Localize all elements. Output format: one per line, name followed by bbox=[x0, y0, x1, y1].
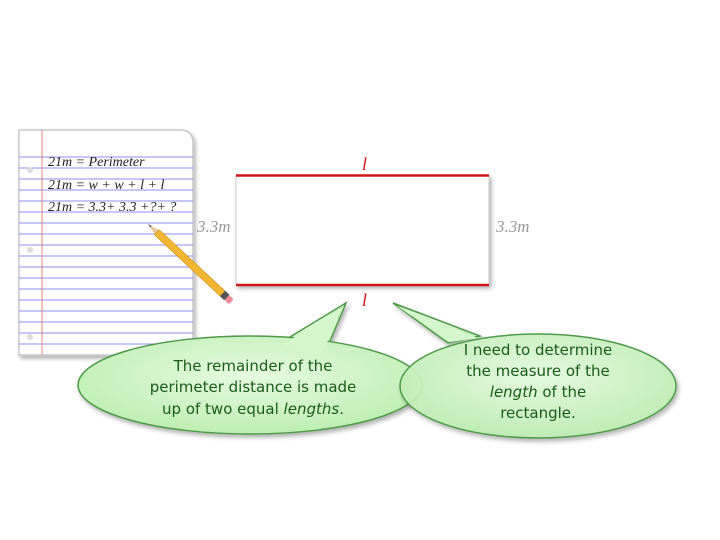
speech-bubble-right bbox=[392, 302, 677, 439]
right-width-label: 3.3m bbox=[495, 217, 530, 236]
left-width-label: 3.3m bbox=[196, 217, 231, 236]
right-bubble-line-1: I need to determine bbox=[464, 341, 613, 359]
top-length-label: l bbox=[362, 154, 367, 174]
right-bubble-line-2: the measure of the bbox=[466, 362, 609, 380]
notebook-paper: 21m = Perimeter 21m = w + w + l + l 21m … bbox=[18, 129, 194, 356]
right-bubble-line-3: length of the bbox=[490, 383, 586, 401]
pencil-icon bbox=[148, 224, 233, 304]
binder-hole bbox=[27, 247, 33, 253]
left-bubble-line-3: up of two equal lengths. bbox=[162, 400, 344, 418]
rectangle-diagram: l l 3.3m 3.3m bbox=[196, 154, 530, 310]
binder-hole bbox=[27, 167, 33, 173]
left-bubble-line-1: The remainder of the bbox=[173, 357, 333, 375]
right-bubble-line-4: rectangle. bbox=[500, 404, 576, 422]
speech-bubble-left bbox=[77, 301, 423, 435]
equation-3: 21m = 3.3+ 3.3 +?+ ? bbox=[48, 200, 176, 215]
binder-hole bbox=[27, 334, 33, 340]
equation-1: 21m = Perimeter bbox=[48, 155, 145, 170]
bottom-length-label: l bbox=[362, 290, 367, 310]
equation-2: 21m = w + w + l + l bbox=[48, 178, 164, 193]
left-bubble-line-2: perimeter distance is made bbox=[150, 378, 357, 396]
